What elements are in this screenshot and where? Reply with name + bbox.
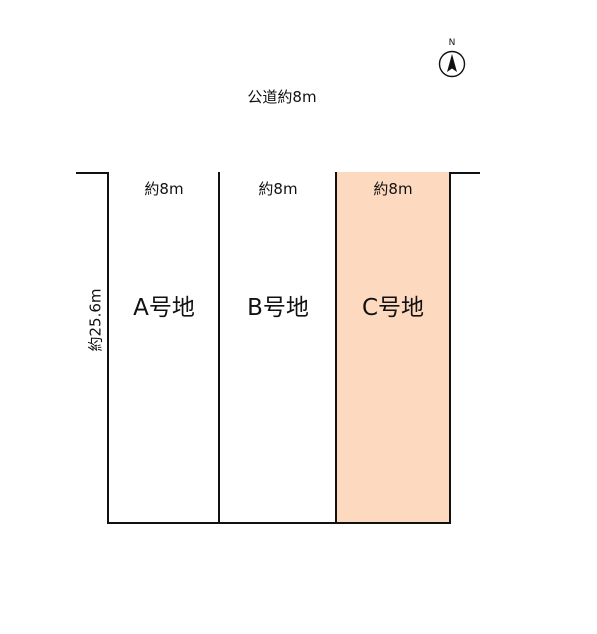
compass-arrow-icon [438,50,466,78]
lot-b-name: B号地 [247,295,309,321]
lot-c: 約8m C号地 [335,172,451,524]
lot-c-name: C号地 [361,295,425,321]
lot-a-width-label: 約8m [144,180,184,198]
lot-a-name: A号地 [133,295,195,321]
lot-c-width-label: 約8m [373,180,413,198]
road-label: 公道約8m [247,88,317,106]
depth-dimension-label: 約25.6m [86,288,105,352]
north-label: N [448,38,456,48]
lot-b: 約8m B号地 [218,172,336,524]
north-compass: N [436,38,468,82]
lot-a: 約8m A号地 [107,172,219,524]
lot-b-width-label: 約8m [258,180,298,198]
